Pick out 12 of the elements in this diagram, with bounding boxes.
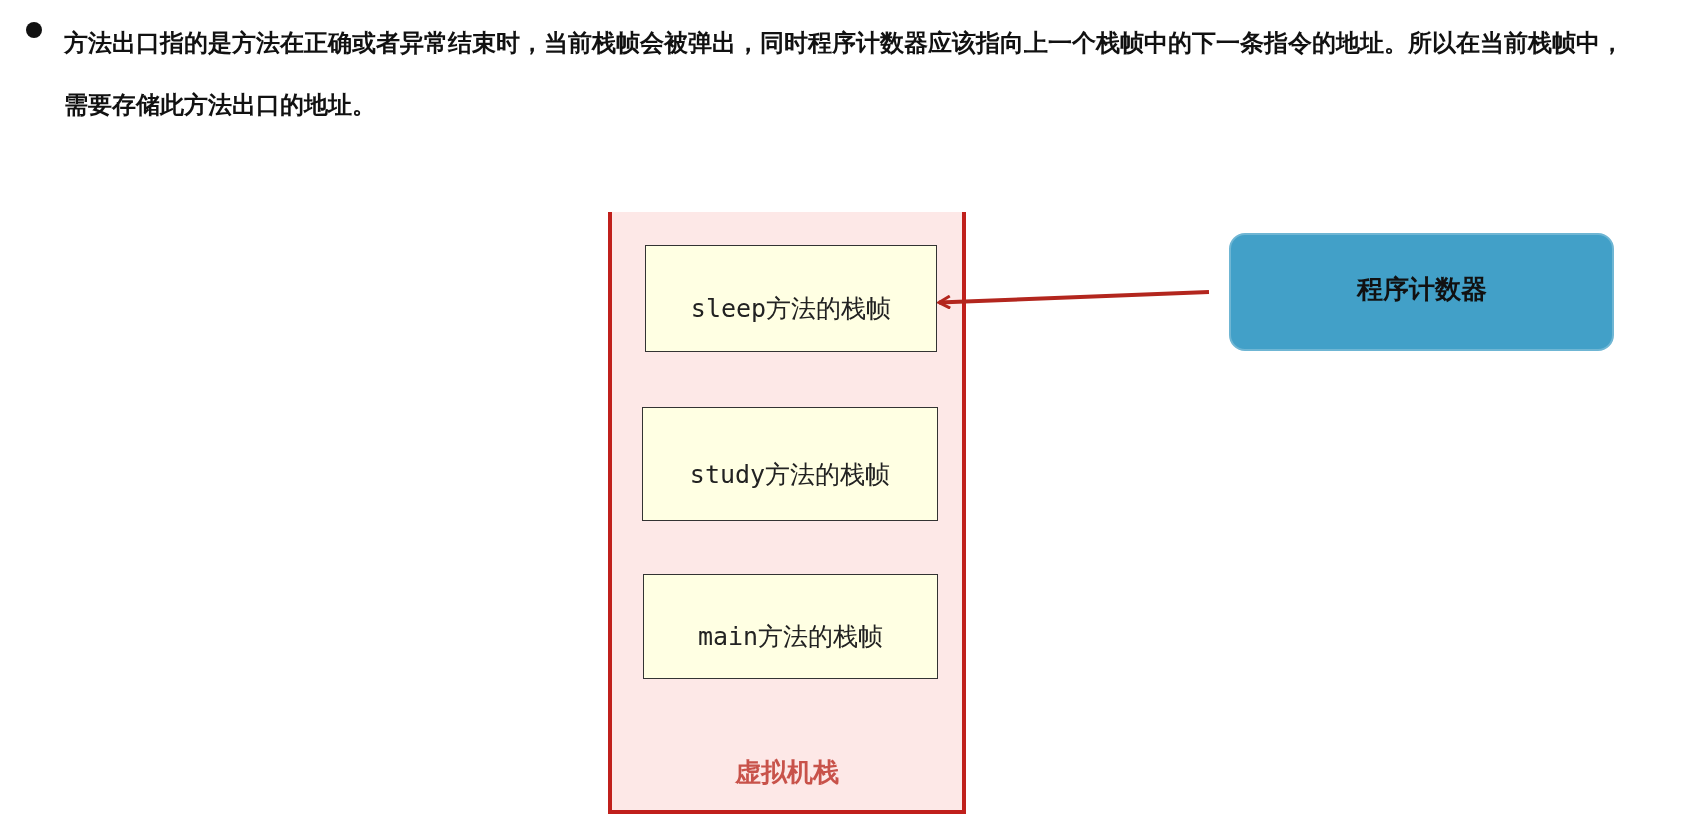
stack-container: [608, 212, 966, 814]
stack-frame-box: [645, 245, 937, 352]
note-text: 方法出口指的是方法在正确或者异常结束时，当前栈帧会被弹出，同时程序计数器应该指向上一个栈帧中的下一条指令的地址。所以在当前栈帧中，需要存储此方法出口的地址。: [64, 28, 1624, 121]
frame-label: study方法的栈帧: [689, 458, 891, 491]
frame-label: sleep方法的栈帧: [690, 293, 892, 325]
stack-frame-box: [642, 407, 938, 521]
arrow: [937, 290, 1210, 310]
stack-frame-box: [643, 574, 938, 679]
stack-label: 虚拟机栈: [734, 756, 840, 789]
counter-box: [1229, 233, 1614, 351]
counter-label: 程序计数器: [1356, 272, 1487, 306]
frame-label: main方法的栈帧: [697, 621, 884, 653]
